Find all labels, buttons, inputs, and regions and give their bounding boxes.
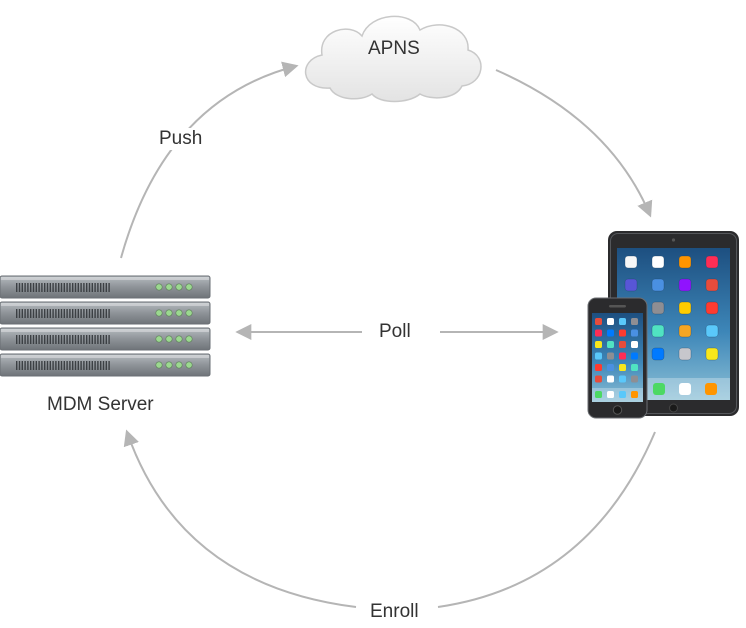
server-unit: [0, 301, 211, 325]
app-icon: [607, 375, 614, 383]
app-icon: [595, 364, 602, 371]
dock-app-icon: [705, 383, 717, 395]
app-icon: [705, 278, 719, 292]
app-icon: [619, 375, 626, 383]
app-icon: [631, 364, 638, 371]
server-led: [165, 335, 173, 343]
server-led: [185, 283, 193, 291]
server-led: [165, 361, 173, 369]
app-icon: [595, 352, 602, 360]
dock-app-icon: [619, 391, 626, 398]
app-icon: [651, 301, 665, 315]
apns-to-device-arrow: [495, 69, 653, 218]
server-rack-icon: [0, 275, 211, 377]
server-led: [185, 309, 193, 317]
app-icon: [705, 301, 719, 315]
app-icon: [678, 347, 692, 361]
server-led: [175, 361, 183, 369]
app-icon: [705, 255, 719, 269]
app-icon: [619, 341, 626, 348]
app-icon: [631, 375, 638, 383]
app-icon: [651, 255, 665, 269]
enroll-arc-right: [437, 431, 656, 608]
dock-app-icon: [653, 383, 665, 395]
app-icon: [595, 341, 602, 348]
server-unit: [0, 353, 211, 377]
app-icon: [631, 352, 638, 360]
app-icon: [619, 318, 626, 325]
app-icon: [631, 341, 638, 348]
server-led: [185, 335, 193, 343]
dock-app-icon: [631, 391, 638, 398]
server-unit: [0, 327, 211, 351]
cloud-icon: [305, 15, 482, 103]
poll-label: Poll: [375, 321, 415, 343]
app-icon: [705, 347, 719, 361]
app-icon: [651, 278, 665, 292]
app-icon: [631, 318, 638, 325]
app-icon: [678, 255, 692, 269]
server-led: [155, 309, 163, 317]
app-icon: [595, 318, 602, 325]
dock-app-icon: [607, 391, 614, 398]
server-led: [155, 361, 163, 369]
mdm-server-label: MDM Server: [43, 394, 158, 416]
app-icon: [595, 329, 602, 337]
dock-app-icon: [679, 383, 691, 395]
app-icon: [607, 364, 614, 371]
app-icon: [619, 329, 626, 337]
app-icon: [624, 278, 638, 292]
server-led: [185, 361, 193, 369]
server-led: [175, 335, 183, 343]
app-icon: [607, 341, 614, 348]
apns-label: APNS: [368, 38, 420, 59]
server-led: [165, 283, 173, 291]
server-unit: [0, 275, 211, 299]
enroll-arc-left: [123, 429, 357, 608]
app-icon: [619, 364, 626, 371]
app-icon: [631, 329, 638, 337]
server-led: [165, 309, 173, 317]
push-arrow: [120, 61, 299, 259]
app-icon: [651, 324, 665, 338]
app-icon: [678, 324, 692, 338]
app-icon: [651, 347, 665, 361]
iphone-icon: [587, 297, 648, 419]
devices-group: [587, 231, 739, 419]
app-icon: [619, 352, 626, 360]
app-icon: [705, 324, 719, 338]
server-led: [155, 335, 163, 343]
server-led: [175, 283, 183, 291]
app-icon: [624, 255, 638, 269]
app-icon: [678, 278, 692, 292]
server-led: [155, 283, 163, 291]
enroll-label: Enroll: [366, 601, 423, 623]
app-icon: [607, 352, 614, 360]
app-icon: [678, 301, 692, 315]
app-icon: [607, 318, 614, 325]
server-led: [175, 309, 183, 317]
dock-app-icon: [595, 391, 602, 398]
push-label: Push: [155, 128, 207, 150]
app-icon: [607, 329, 614, 337]
app-icon: [595, 375, 602, 383]
